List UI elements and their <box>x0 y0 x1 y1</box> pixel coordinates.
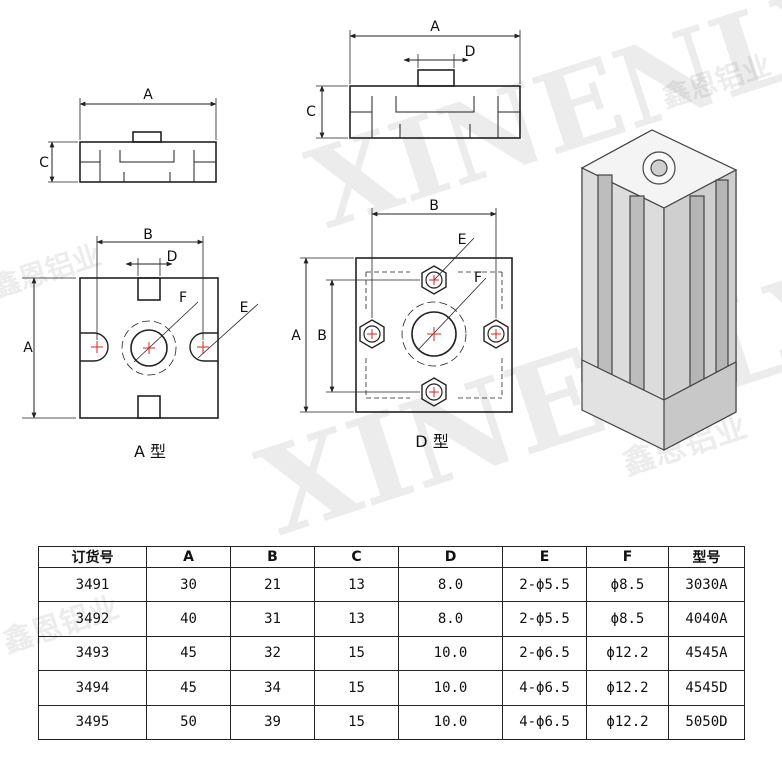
profile-3d-illustration <box>580 129 738 451</box>
col-header-f: F <box>586 546 669 568</box>
a-side-dim-a: A <box>143 87 153 103</box>
cell-model: 4040A <box>668 601 745 637</box>
d-type-caption: D 型 <box>415 432 448 451</box>
table-row: 3491 30 21 13 8.0 2-ϕ5.5 ϕ8.5 3030A <box>38 566 745 603</box>
d-side-dim-c: C <box>306 104 316 120</box>
d-top-dim-f: F <box>474 270 482 286</box>
cell-f: ϕ8.5 <box>586 566 669 603</box>
cell-d: 10.0 <box>398 670 503 706</box>
cell-d: 10.0 <box>398 704 503 741</box>
cell-c: 15 <box>314 704 399 741</box>
col-header-order-no: 订货号 <box>38 546 147 568</box>
a-side-dim-c: C <box>39 155 49 171</box>
d-top-dim-a: A <box>291 328 301 344</box>
col-header-b: B <box>230 546 315 568</box>
cell-e: 2-ϕ5.5 <box>502 601 587 637</box>
table-header-row: 订货号 A B C D E F 型号 <box>38 546 745 568</box>
cell-model: 5050D <box>668 704 745 741</box>
cell-c: 15 <box>314 670 399 706</box>
cell-order-no: 3492 <box>38 601 147 637</box>
d-type-top-view <box>300 208 513 413</box>
cell-c: 13 <box>314 601 399 637</box>
cell-f: ϕ12.2 <box>586 704 669 741</box>
col-header-e: E <box>502 546 587 568</box>
cell-e: 2-ϕ5.5 <box>502 566 587 603</box>
cell-f: ϕ8.5 <box>586 601 669 637</box>
cell-b: 32 <box>230 635 315 672</box>
cell-order-no: 3493 <box>38 635 147 672</box>
table-row: 3493 45 32 15 10.0 2-ϕ6.5 ϕ12.2 4545A <box>38 635 745 672</box>
table-row: 3492 40 31 13 8.0 2-ϕ5.5 ϕ8.5 4040A <box>38 601 745 637</box>
specification-table: 订货号 A B C D E F 型号 3491 30 21 13 8.0 2-ϕ… <box>38 546 745 741</box>
cell-d: 8.0 <box>398 601 503 637</box>
cell-d: 10.0 <box>398 635 503 672</box>
cell-e: 4-ϕ6.5 <box>502 670 587 706</box>
cell-b: 21 <box>230 566 315 603</box>
cell-b: 31 <box>230 601 315 637</box>
a-top-dim-f: F <box>179 290 187 306</box>
d-top-centers <box>367 275 501 397</box>
cell-order-no: 3491 <box>38 566 147 603</box>
cell-e: 4-ϕ6.5 <box>502 704 587 741</box>
technical-drawing: A C B D A F E A 型 <box>22 19 738 461</box>
cell-f: ϕ12.2 <box>586 635 669 672</box>
col-header-model: 型号 <box>668 546 745 568</box>
d-top-dim-e: E <box>458 232 467 248</box>
a-top-dim-e: E <box>240 300 249 316</box>
a-type-top-view <box>22 236 259 419</box>
d-side-dim-a: A <box>430 19 440 35</box>
table-row: 3495 50 39 15 10.0 4-ϕ6.5 ϕ12.2 5050D <box>38 704 745 741</box>
cell-e: 2-ϕ6.5 <box>502 635 587 672</box>
cell-f: ϕ12.2 <box>586 670 669 706</box>
cell-a: 30 <box>146 566 231 603</box>
cell-a: 40 <box>146 601 231 637</box>
d-top-dim-b-side: B <box>317 328 327 344</box>
cell-b: 34 <box>230 670 315 706</box>
table-row: 3494 45 34 15 10.0 4-ϕ6.5 ϕ12.2 4545D <box>38 670 745 706</box>
cell-c: 15 <box>314 635 399 672</box>
a-type-caption: A 型 <box>134 442 166 461</box>
cell-c: 13 <box>314 566 399 603</box>
cell-model: 4545D <box>668 670 745 706</box>
d-side-dim-d: D <box>465 44 476 60</box>
d-top-dim-b-top: B <box>429 198 439 214</box>
cell-a: 50 <box>146 704 231 741</box>
a-top-centers <box>91 341 209 354</box>
a-top-dim-d: D <box>167 249 178 265</box>
a-type-side-view <box>48 98 217 183</box>
col-header-c: C <box>314 546 399 568</box>
cell-model: 4545A <box>668 635 745 672</box>
cell-order-no: 3494 <box>38 670 147 706</box>
cell-model: 3030A <box>668 566 745 603</box>
cell-a: 45 <box>146 635 231 672</box>
col-header-a: A <box>146 546 231 568</box>
d-type-side-view <box>316 30 521 139</box>
cell-a: 45 <box>146 670 231 706</box>
cell-order-no: 3495 <box>38 704 147 741</box>
col-header-d: D <box>398 546 503 568</box>
a-top-dim-a: A <box>23 340 33 356</box>
cell-b: 39 <box>230 704 315 741</box>
cell-d: 8.0 <box>398 566 503 603</box>
a-top-dim-b: B <box>143 227 153 243</box>
